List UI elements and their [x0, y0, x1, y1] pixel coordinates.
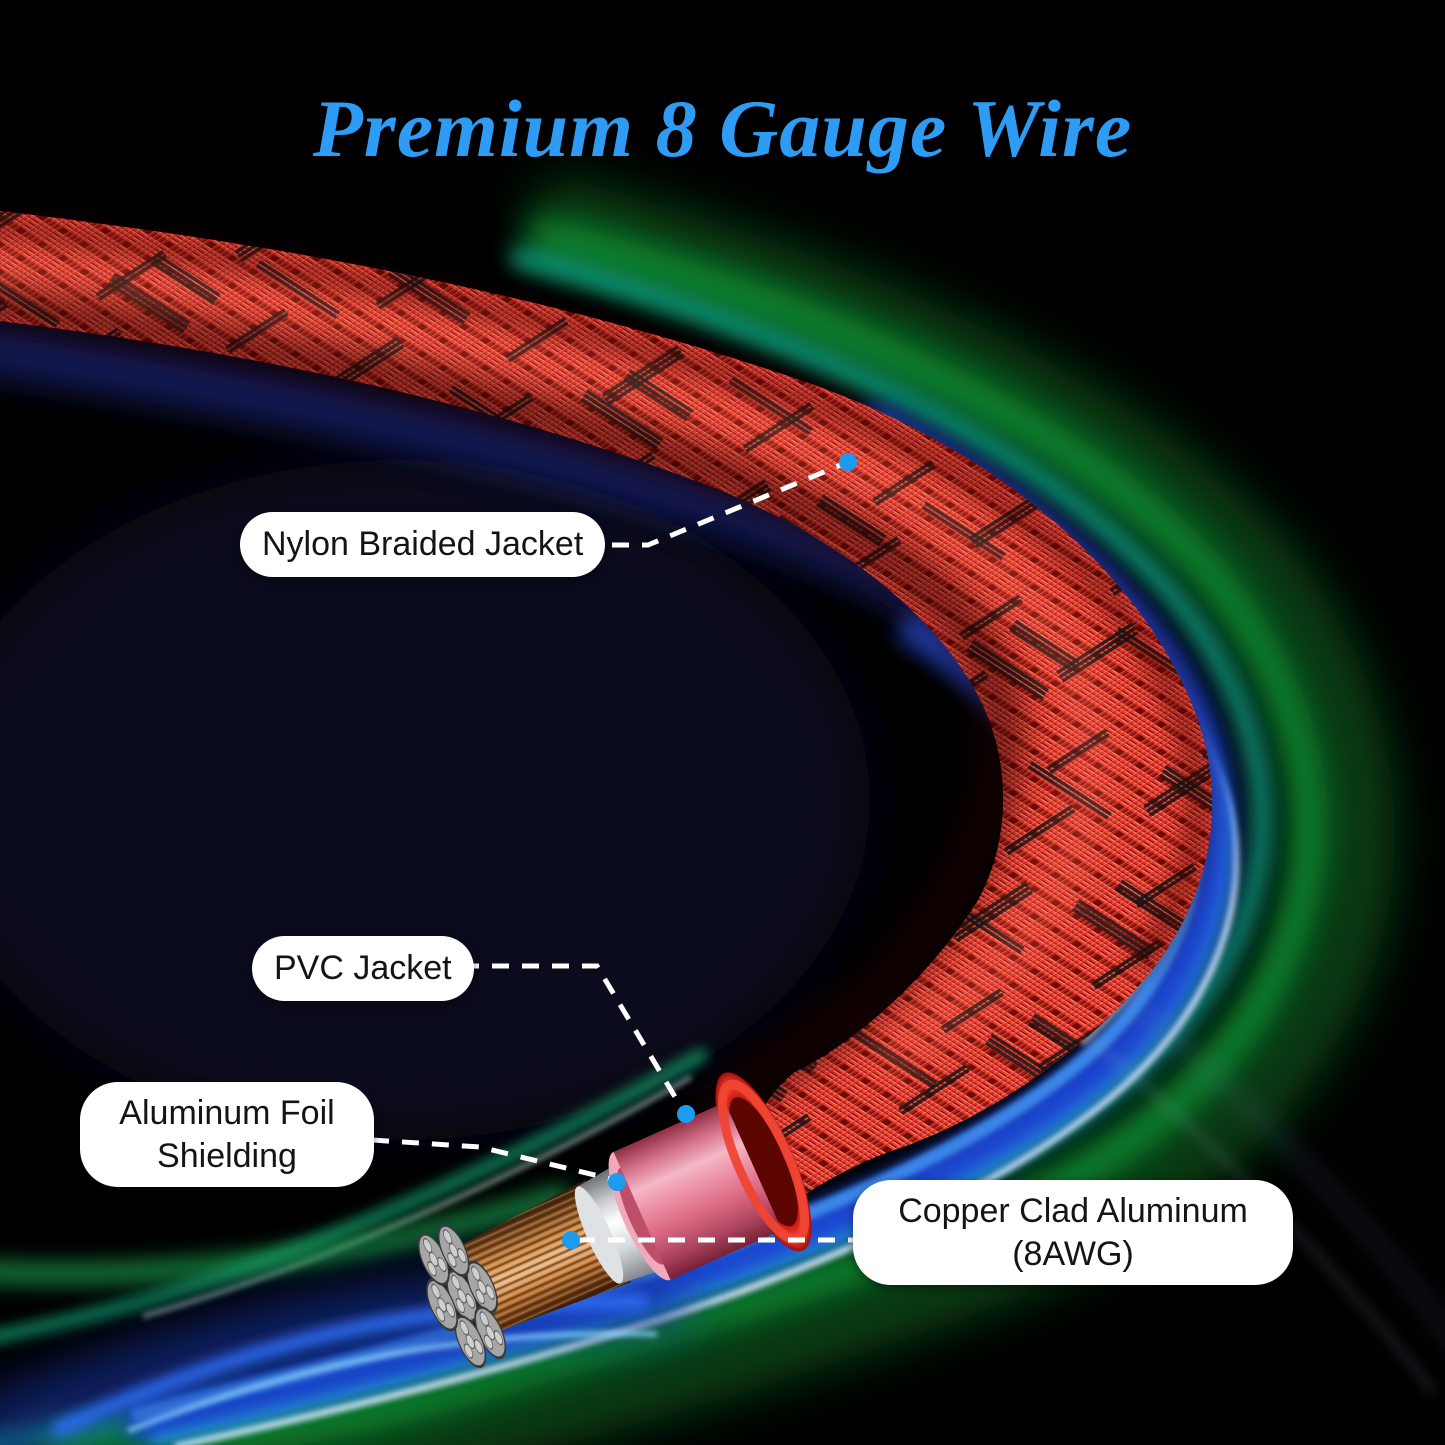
callout-dot-copper: [562, 1231, 580, 1249]
label-nylon-braided-jacket: Nylon Braided Jacket: [240, 512, 606, 577]
label-pvc-text: PVC Jacket: [274, 949, 452, 987]
streak-green-corner: [0, 1185, 571, 1285]
label-aluminum-foil-shielding: Aluminum Foil Shielding: [80, 1082, 374, 1187]
label-foil-line2: Shielding: [157, 1136, 297, 1175]
streak-dark-green: [195, 180, 1395, 1445]
label-copper-line1: Copper Clad Aluminum: [898, 1192, 1248, 1230]
callout-dot-pvc: [677, 1105, 695, 1123]
streak-white-left: [142, 1075, 693, 1319]
cable-cutaway: [417, 1072, 812, 1369]
callout-line-foil: [371, 1137, 616, 1183]
copper-tip: [417, 1223, 507, 1369]
callout-line-pvc: [462, 963, 687, 1114]
callout-line-nylon: [612, 459, 849, 548]
label-nylon-text: Nylon Braided Jacket: [262, 525, 584, 563]
label-copper-line2: (8AWG): [1012, 1234, 1134, 1273]
label-copper-clad-aluminum: Copper Clad Aluminum (8AWG): [853, 1180, 1293, 1285]
label-pvc-jacket: PVC Jacket: [252, 936, 474, 1001]
label-foil-line1: Aluminum Foil: [119, 1094, 335, 1132]
page-title: Premium 8 Gauge Wire: [312, 83, 1133, 174]
callout-dot-foil: [608, 1173, 626, 1191]
callout-dot-nylon: [839, 453, 857, 471]
streak-green: [40, 218, 1329, 1445]
braided-cable: [0, 208, 1213, 1248]
callout-dots: [562, 453, 857, 1249]
callout-lines: [371, 459, 858, 1243]
streak-faint-right-2: [1129, 999, 1445, 1348]
